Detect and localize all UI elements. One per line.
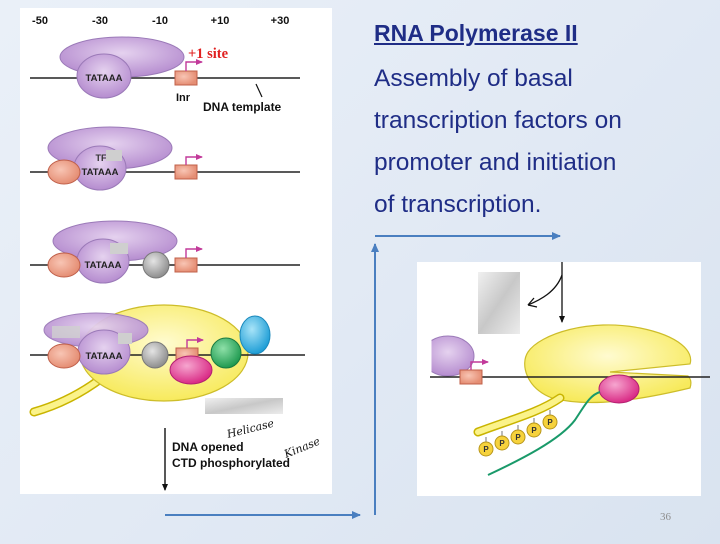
transcription-start-arrow [186, 337, 204, 348]
tbp-associated-factor [169, 355, 213, 385]
flow-arrows [165, 232, 561, 519]
ctd-phosphorylated-label: CTD phosphorylated [172, 456, 290, 470]
phosphate-label: P [515, 433, 521, 442]
rna-polymerase-active-site [598, 374, 640, 404]
obscured-label [110, 243, 128, 254]
tfiih-factor [239, 315, 271, 355]
nascent-rna-strand [487, 391, 601, 476]
step-annotation: DNA opened CTD phosphorylated Helicase K… [162, 417, 322, 491]
tfiib-factor [47, 252, 81, 278]
body-line: promoter and initiation [374, 149, 617, 176]
position-scale: -50 -30 -10 +10 +30 [32, 15, 289, 27]
tbp-subunit [76, 53, 132, 99]
tfiib-factor [47, 159, 81, 185]
scale-label: +30 [271, 15, 290, 27]
assembly-step-2: TF TATAAA [30, 126, 300, 191]
tfiif-factor [141, 341, 169, 369]
scale-label: -10 [152, 15, 168, 27]
scale-label: +10 [211, 15, 230, 27]
tfiie-factor [210, 337, 242, 369]
rna-polymerase-ii [524, 324, 692, 404]
tfiif-factor [142, 251, 170, 279]
scale-label: -30 [92, 15, 108, 27]
obscured-label [106, 150, 122, 161]
handwritten-helicase-note: Helicase [225, 417, 276, 442]
phosphate-group [542, 414, 558, 430]
start-site-label: +1 site [188, 46, 229, 62]
inr-box [459, 369, 483, 385]
tata-box-label: TATAAA [86, 73, 123, 84]
tata-box-label: TATAAA [86, 351, 123, 362]
tata-box-label: TATAAA [85, 260, 122, 271]
slide-title: RNA Polymerase II [374, 20, 578, 46]
inr-box [174, 164, 198, 180]
transcription-start-arrow [185, 246, 203, 258]
assembly-step-3: TATAAA [30, 220, 300, 284]
obscured-label [478, 272, 520, 334]
page-number: 36 [660, 511, 671, 523]
phosphate-groups: P P P P P [478, 410, 558, 457]
tata-box-label: TATAAA [82, 167, 119, 178]
body-line: Assembly of basal [374, 65, 573, 92]
phosphate-label: P [547, 418, 553, 427]
phosphate-group [478, 441, 494, 457]
inr-box [174, 70, 198, 86]
phosphate-group [526, 422, 542, 438]
assembly-step-4: TATAAA [29, 304, 305, 417]
assembly-step-1: TATAAA +1 site Inr DNA template [30, 36, 300, 114]
inr-box [174, 257, 198, 273]
body-line: of transcription. [374, 191, 542, 218]
phosphate-group [510, 429, 526, 445]
obscured-label [52, 326, 80, 338]
handwritten-kinase-note: Kinase [281, 434, 322, 461]
phosphate-label: P [531, 426, 537, 435]
obscured-label [118, 333, 132, 344]
dna-opened-label: DNA opened [172, 440, 244, 454]
branch-arrow [527, 274, 563, 306]
slide-body-text: Assembly of basal transcription factors … [374, 58, 704, 226]
phosphate-label: P [499, 439, 505, 448]
phosphate-group [494, 435, 510, 451]
phosphate-label: P [483, 445, 489, 454]
obscured-label [205, 398, 283, 414]
body-line: transcription factors on [374, 107, 622, 134]
factor-label-partial: TF [96, 153, 107, 163]
tfiib-factor [47, 343, 81, 369]
template-pointer [255, 83, 263, 98]
inr-label: Inr [176, 92, 191, 104]
scale-label: -50 [32, 15, 48, 27]
transcription-start-arrow [185, 154, 203, 165]
branch-arrowhead [527, 297, 538, 308]
transcription-start-arrow [470, 359, 489, 370]
transcription-start-arrow [185, 59, 203, 71]
dna-template-label: DNA template [203, 100, 282, 114]
initiation-diagram: P P P P P [422, 262, 710, 476]
ctd-tail [475, 395, 563, 435]
